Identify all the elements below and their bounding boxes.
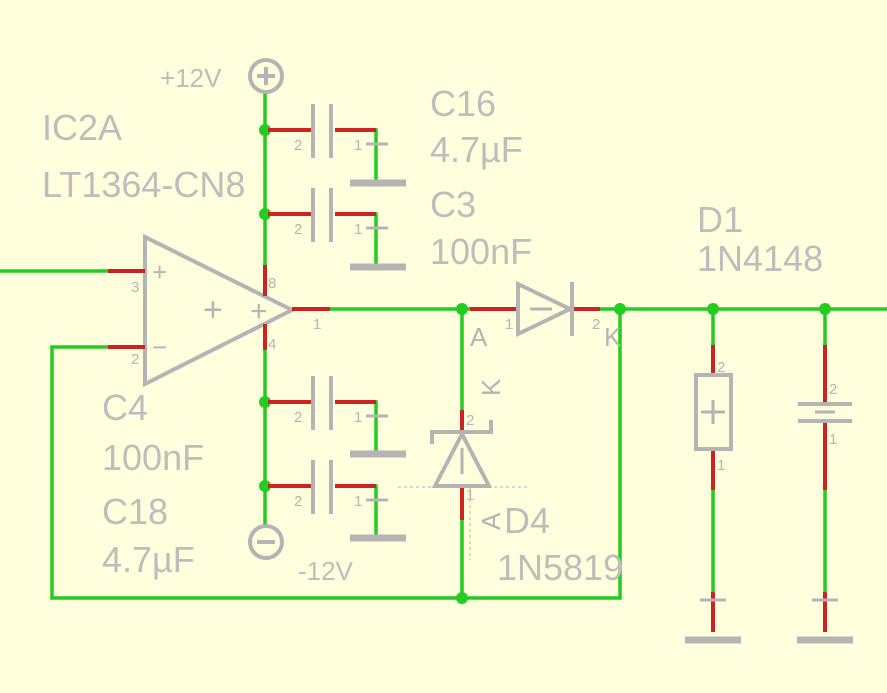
junction-dot <box>456 592 468 604</box>
pin-number: 2 <box>294 493 302 510</box>
diode-d4[interactable]: 2 1 K A D4 1N5819 <box>398 378 623 588</box>
c18-ref-label: C18 <box>102 491 168 532</box>
ic2a-ref-label: IC2A <box>42 107 122 148</box>
supply-positive[interactable]: +12V <box>160 58 284 94</box>
c16-ref-label: C16 <box>430 83 496 124</box>
c3-value-label: 100nF <box>430 231 532 272</box>
pin-number: 2 <box>294 409 302 426</box>
ic2a-value-label: LT1364-CN8 <box>42 164 245 205</box>
pin-number: 1 <box>313 316 321 333</box>
pin-number: 1 <box>466 487 474 504</box>
junction-dot <box>614 303 626 315</box>
pin-number: 2 <box>717 359 725 376</box>
capacitor-c18[interactable]: 2 1 C18 4.7µF <box>102 460 406 580</box>
opamp-supply-mark: + <box>250 295 268 328</box>
supply-negative[interactable]: -12V <box>248 524 354 586</box>
junction-dot <box>259 208 271 220</box>
supply-negative-label: -12V <box>298 556 354 586</box>
junction-dot <box>707 303 719 315</box>
d1-ref-label: D1 <box>697 199 743 240</box>
junction-dot <box>819 303 831 315</box>
pin-number: 3 <box>131 279 139 296</box>
junction-dot <box>259 396 271 408</box>
capacitor-c4[interactable]: 2 1 C4 100nF <box>102 376 406 478</box>
junction-dot <box>259 480 271 492</box>
junctions <box>259 124 831 604</box>
c18-value-label: 4.7µF <box>102 539 195 580</box>
capacitor-right[interactable]: 2 1 <box>797 345 853 644</box>
capacitor-c16[interactable]: 2 1 C16 4.7µF <box>268 83 523 187</box>
pin-number: 2 <box>131 351 139 368</box>
pin-number: 1 <box>354 409 362 426</box>
supply-positive-label: +12V <box>160 63 222 93</box>
c4-ref-label: C4 <box>102 387 148 428</box>
opamp-ic2a[interactable]: + − + + 3 2 1 8 4 IC2A LT1364-CN8 <box>42 107 330 388</box>
c16-value-label: 4.7µF <box>430 129 523 170</box>
pin-number: 1 <box>354 137 362 154</box>
pin-number: 2 <box>829 381 837 398</box>
pin-number: 1 <box>354 493 362 510</box>
opamp-noninv-mark: + <box>152 257 167 287</box>
junction-dot <box>456 303 468 315</box>
pin-number: 8 <box>268 275 276 292</box>
pin-number: 1 <box>717 457 725 474</box>
c3-ref-label: C3 <box>430 184 476 225</box>
d1-anode-mark: A <box>470 322 488 352</box>
d4-value-label: 1N5819 <box>497 547 623 588</box>
diode-d1[interactable]: 1 2 A K D1 1N4148 <box>470 199 823 352</box>
d4-ref-label: D4 <box>504 500 550 541</box>
d1-value-label: 1N4148 <box>697 238 823 279</box>
pin-number: 1 <box>829 431 837 448</box>
pin-number: 1 <box>354 221 362 238</box>
pin-number: 2 <box>592 316 600 333</box>
d4-cathode-mark: K <box>476 378 506 396</box>
resistor-right[interactable]: 2 1 <box>685 345 741 644</box>
pin-number: 2 <box>294 221 302 238</box>
junction-dot <box>259 124 271 136</box>
pin-number: 1 <box>505 316 513 333</box>
pin-number: 2 <box>466 412 474 429</box>
opamp-center-mark: + <box>203 291 223 329</box>
pin-number: 4 <box>268 336 276 353</box>
pin-number: 2 <box>294 137 302 154</box>
capacitor-c3[interactable]: 2 1 C3 100nF <box>268 184 532 272</box>
d1-cathode-mark: K <box>604 322 622 352</box>
d4-anode-mark: A <box>476 512 506 530</box>
opamp-inv-mark: − <box>152 332 167 362</box>
c4-value-label: 100nF <box>102 437 204 478</box>
